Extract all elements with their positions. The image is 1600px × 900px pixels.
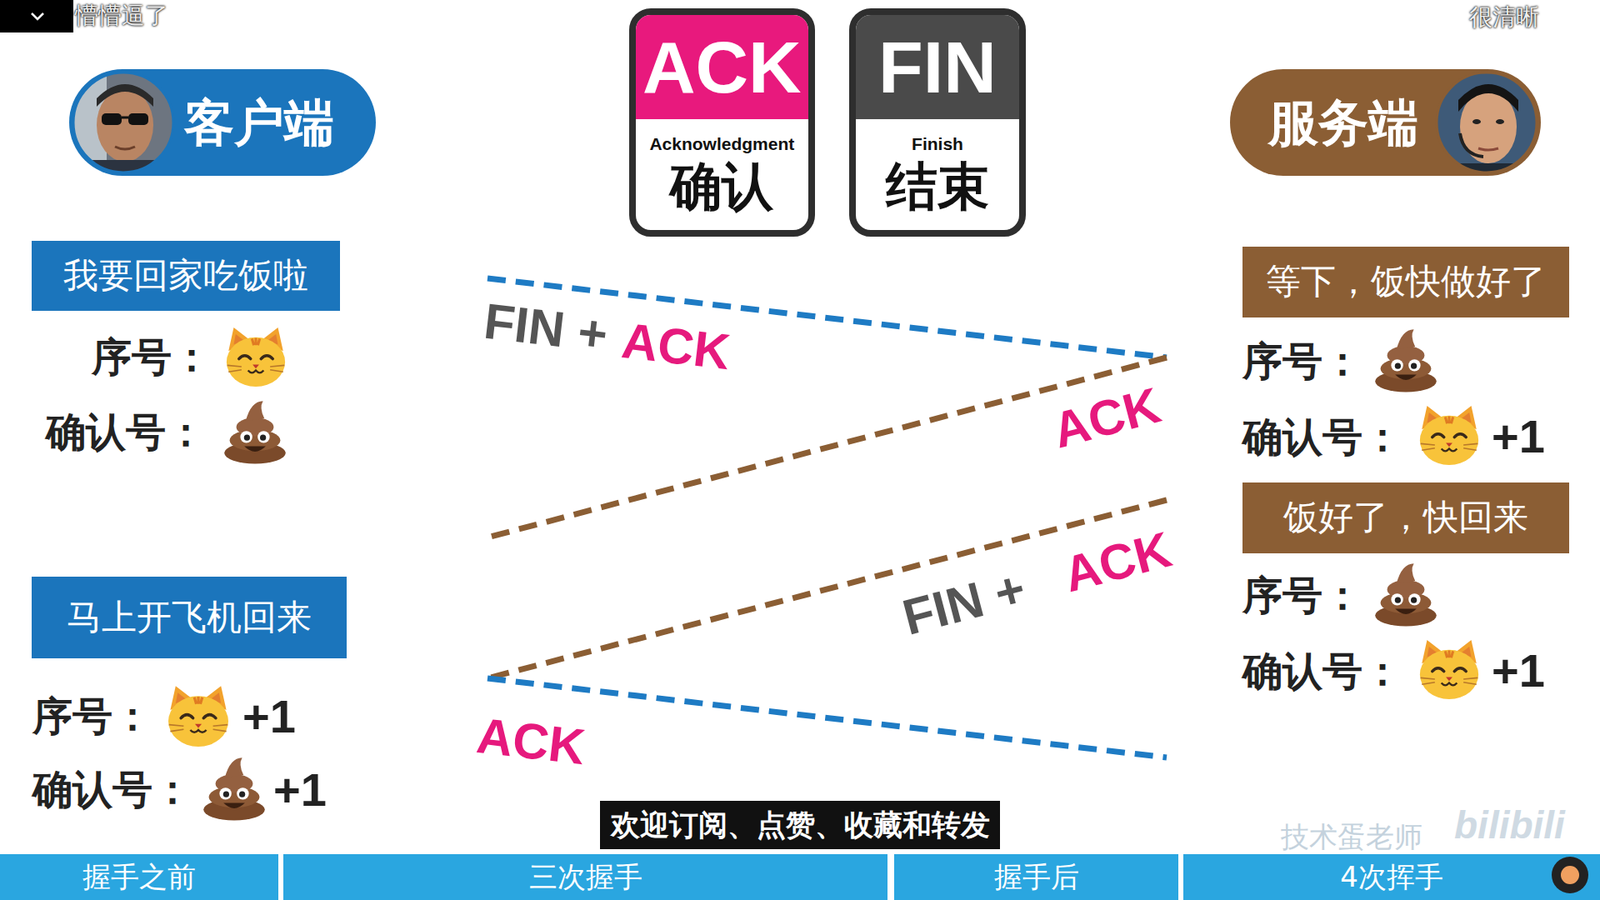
node-text: 马上开飞机回来 — [66, 598, 312, 637]
danmaku-button — [0, 0, 74, 33]
node-text: 等下，饭快做好了 — [1265, 262, 1546, 301]
poop-emoji — [224, 400, 286, 464]
node-text: 结束 — [885, 158, 990, 215]
node-text: 确认 — [670, 158, 774, 215]
node-text: 服务端 — [1268, 95, 1419, 150]
flag-label: ACK — [1047, 380, 1165, 456]
node-text: 三次握手 — [529, 861, 643, 893]
cat-emoji — [1420, 640, 1479, 700]
poop-emoji — [1375, 563, 1437, 626]
field-label: 序号： — [32, 695, 153, 736]
danmaku-comment: 很清晰 — [1469, 5, 1540, 30]
cat-emoji — [1420, 405, 1479, 465]
flag-label: FIN + — [898, 563, 1031, 644]
flag-card: FIN Finish 结束 — [849, 8, 1026, 237]
flag-card: ACK Acknowledgment 确认 — [629, 8, 815, 237]
flag-name: FIN — [878, 30, 997, 105]
chevron-icon — [31, 13, 44, 20]
increment: +1 — [273, 766, 327, 814]
danmaku-comment: 懵懵逼了 — [75, 4, 169, 28]
message-box: 饭好了，快回来 — [1242, 482, 1570, 554]
card-header: ACK — [635, 15, 809, 120]
chapter-tab: 4次挥手 — [1183, 854, 1600, 900]
message-box: 我要回家吃饭啦 — [31, 240, 340, 311]
dashed-line — [487, 678, 1167, 758]
subtitle-box: 欢迎订阅、点赞、收藏和转发 — [600, 800, 1000, 850]
node-text: Finish — [911, 134, 964, 154]
node-text: 握手后 — [994, 861, 1080, 893]
cat-emoji — [226, 327, 285, 387]
flag-label: ACK — [619, 315, 733, 379]
node-text: 握手之前 — [82, 861, 196, 893]
increment: +1 — [1491, 647, 1545, 695]
field-label: 确认号： — [1242, 650, 1403, 691]
flag-label: ACK — [474, 710, 588, 774]
chapter-tab: 握手之前 — [0, 854, 279, 900]
server-avatar — [1436, 72, 1537, 180]
card-body: Acknowledgment 确认 — [635, 119, 809, 230]
flag-label: ACK — [1059, 524, 1177, 600]
server-pill: 服务端 — [1230, 69, 1541, 176]
node-text: 客户端 — [184, 95, 335, 150]
chapter-tab: 握手后 — [894, 854, 1179, 900]
increment: +1 — [1491, 413, 1545, 460]
field-label: 确认号： — [45, 411, 206, 452]
flag-label: FIN + — [481, 296, 610, 361]
client-avatar — [73, 72, 174, 177]
node-text: 4次挥手 — [1340, 861, 1444, 893]
node-text: 饭好了，快回来 — [1283, 498, 1529, 537]
node-text: Acknowledgment — [649, 134, 795, 154]
dashed-line — [487, 500, 1167, 679]
player-icon — [1551, 856, 1589, 894]
field-label: 序号： — [1242, 575, 1363, 615]
poop-emoji — [203, 757, 265, 820]
client-pill: 客户端 — [69, 69, 376, 176]
message-box: 马上开飞机回来 — [31, 576, 347, 659]
increment: +1 — [242, 693, 296, 740]
node-text: 欢迎订阅、点赞、收藏和转发 — [610, 809, 990, 842]
message-box: 等下，饭快做好了 — [1242, 246, 1570, 318]
field-label: 序号： — [1242, 340, 1363, 381]
watermark: 技术蛋老师 — [1280, 822, 1423, 851]
card-body: Finish 结束 — [855, 119, 1020, 230]
card-header: FIN — [855, 15, 1020, 120]
node-text: 我要回家吃饭啦 — [63, 256, 309, 295]
dashed-line — [487, 357, 1167, 538]
field-label: 序号： — [91, 336, 212, 377]
field-label: 确认号： — [1242, 416, 1403, 457]
chapter-tab: 三次握手 — [283, 854, 888, 900]
field-label: 确认号： — [32, 769, 193, 810]
watermark: bilibili — [1454, 805, 1565, 845]
cat-emoji — [168, 685, 229, 747]
poop-emoji — [1375, 329, 1437, 392]
flag-name: ACK — [642, 30, 802, 105]
